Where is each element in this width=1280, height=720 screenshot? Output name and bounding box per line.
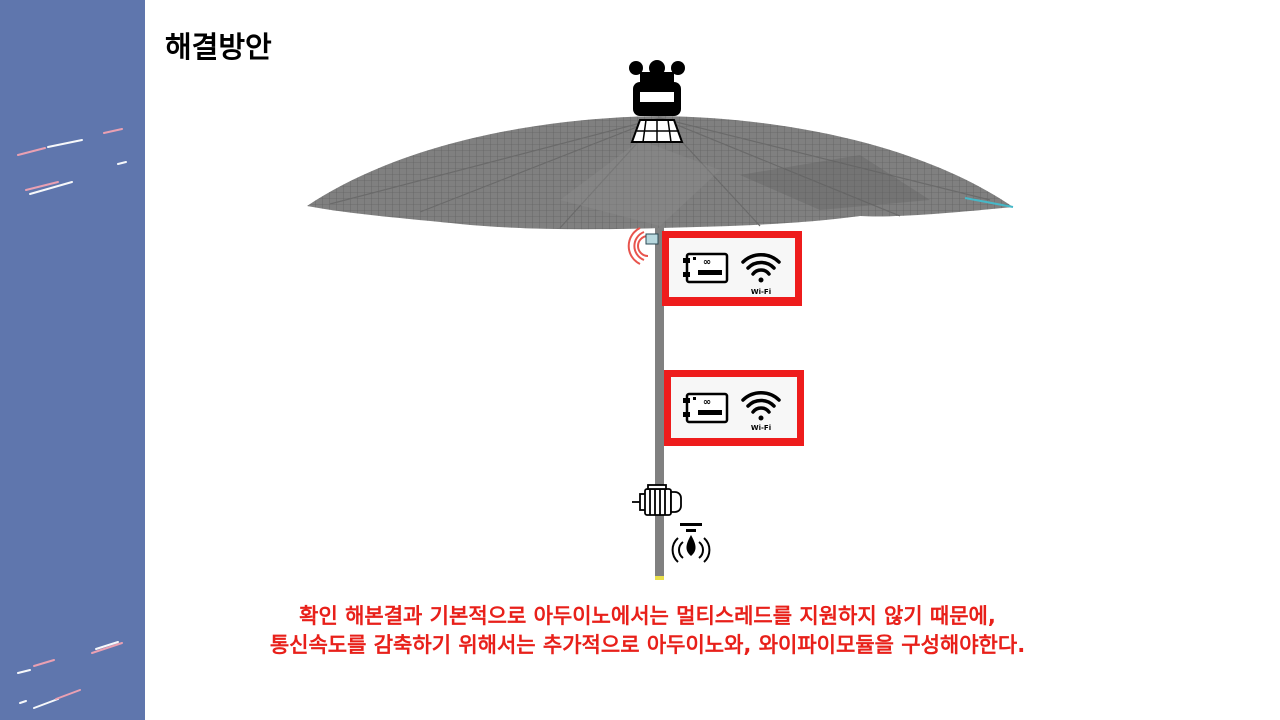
umbrella-illustration: ∞ Wi-Fi ∞ Wi-Fi <box>307 60 1014 580</box>
svg-text:∞: ∞ <box>703 257 711 268</box>
sidebar-streaks <box>17 128 127 709</box>
water-sensor-icon <box>671 523 711 563</box>
module-box-upper: ∞ Wi-Fi <box>662 231 802 306</box>
slide-title: 해결방안 <box>165 30 272 64</box>
svg-text:∞: ∞ <box>703 397 711 408</box>
umbrella-canopy <box>307 116 1014 230</box>
wifi-label: Wi-Fi <box>751 424 771 432</box>
signal-wave-icon <box>627 227 659 265</box>
arduino-board-icon: ∞ <box>683 392 729 424</box>
sidebar-decoration <box>0 0 145 720</box>
wifi-label: Wi-Fi <box>751 288 771 296</box>
wifi-icon <box>741 253 781 283</box>
module-box-lower: ∞ Wi-Fi <box>664 370 804 446</box>
motor-icon <box>632 484 682 516</box>
umbrella-pole <box>655 175 664 580</box>
arduino-board-icon: ∞ <box>683 252 729 284</box>
caption-line-1: 확인 해본결과 기본적으로 아두이노에서는 멀티스레드를 지원하지 않기 때문에… <box>299 604 996 628</box>
caption-line-2: 통신속도를 감축하기 위해서는 추가적으로 아두이노와, 와이파이모듈을 구성해… <box>269 633 1026 657</box>
wifi-icon <box>741 391 781 421</box>
solution-caption: 확인 해본결과 기본적으로 아두이노에서는 멀티스레드를 지원하지 않기 때문에… <box>145 602 1150 660</box>
weather-station-icon <box>629 60 685 143</box>
